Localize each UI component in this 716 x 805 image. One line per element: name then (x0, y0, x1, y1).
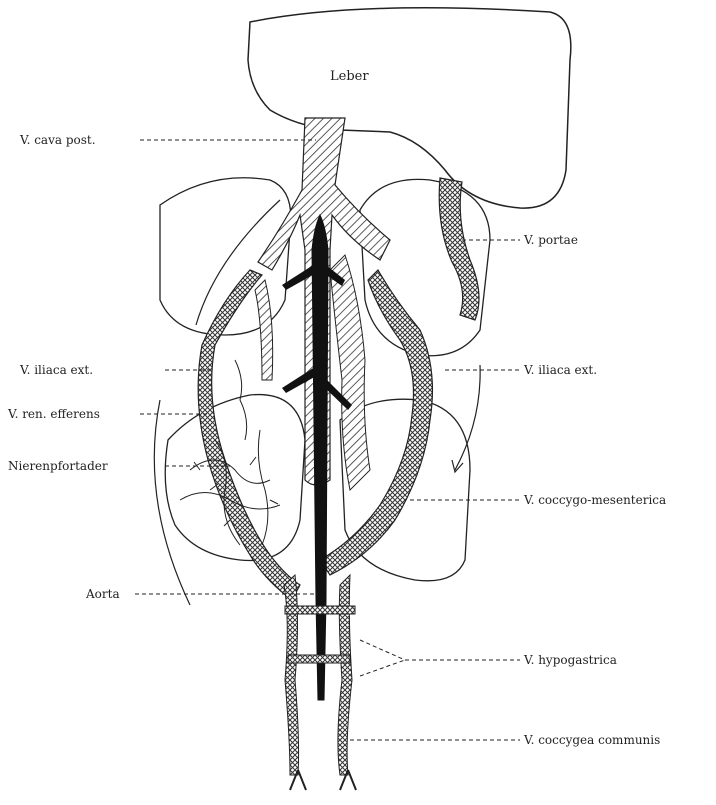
left-kidney (165, 395, 305, 561)
label-iliaca-ext-left: V. iliaca ext. (20, 363, 93, 377)
cross-vessel-lower (288, 655, 350, 663)
label-cava-post: V. cava post. (20, 133, 96, 147)
caudal-vessel-left (284, 575, 299, 775)
label-leber: Leber (330, 70, 369, 84)
leader-hypogastrica-a (360, 640, 405, 660)
cross-vessel-upper (285, 606, 355, 614)
label-coccygea-communis: V. coccygea communis (524, 733, 660, 747)
caudal-vessel-right (338, 575, 352, 775)
label-coccygo-mesenterica: V. coccygo-mesenterica (524, 493, 666, 507)
label-nierenpfortader: Nierenpfortader (8, 459, 108, 473)
liver-outline (248, 8, 571, 208)
label-hypogastrica: V. hypogastrica (524, 653, 617, 667)
aorta (312, 215, 328, 700)
label-portae: V. portae (524, 233, 578, 247)
leader-hypogastrica-b (360, 660, 405, 676)
label-aorta: Aorta (86, 587, 120, 601)
label-iliaca-ext-right: V. iliaca ext. (524, 363, 597, 377)
label-ren-efferens: V. ren. efferens (8, 407, 100, 421)
